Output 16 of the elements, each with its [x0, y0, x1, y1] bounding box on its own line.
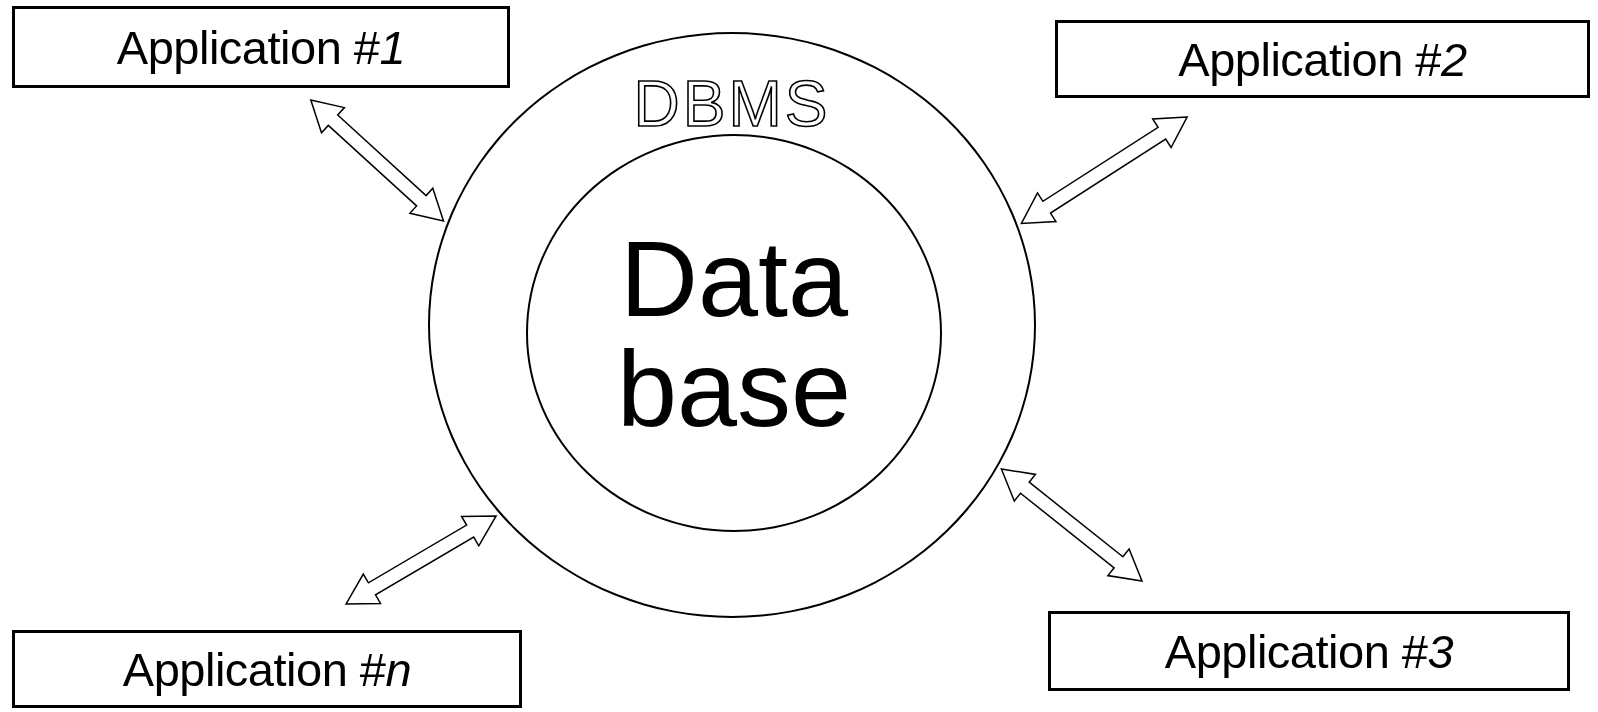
double-arrow [1000, 468, 1144, 582]
application-box [12, 630, 522, 708]
center-label: Data base [615, 224, 853, 445]
application-box [1048, 611, 1570, 691]
outlined-title: DBMS [632, 72, 832, 138]
application-box [1055, 20, 1590, 98]
double-arrow [344, 515, 498, 605]
application-label: Application #3 [1164, 623, 1454, 679]
application-box [12, 6, 510, 88]
application-label: Application #n [122, 641, 412, 697]
dbms-ring [428, 32, 1036, 618]
double-arrow [1020, 116, 1189, 225]
double-arrow [309, 98, 445, 223]
database-circle [526, 134, 942, 532]
application-label: Application #1 [116, 19, 406, 75]
application-label: Application #2 [1178, 31, 1467, 87]
